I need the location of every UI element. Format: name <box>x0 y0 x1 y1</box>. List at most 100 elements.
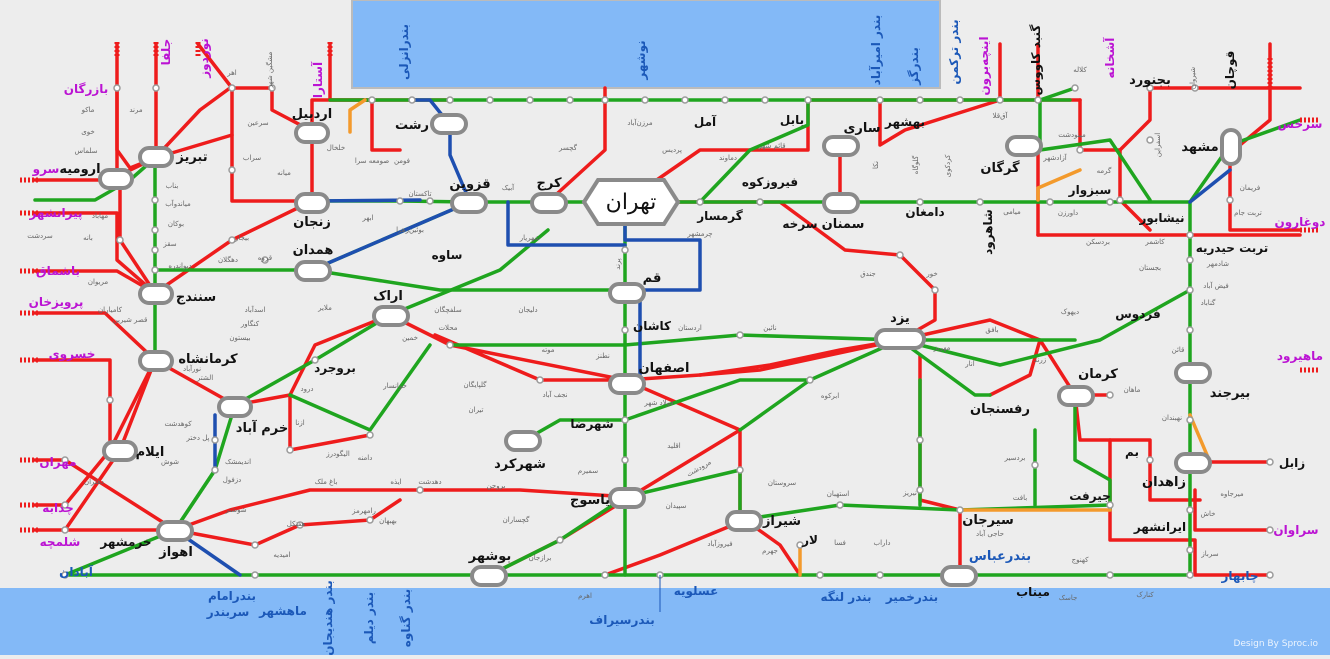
label-estahban: استهبان <box>827 490 850 498</box>
label-konarak: کنارک <box>1136 591 1154 599</box>
hub-ardabil[interactable] <box>294 122 330 144</box>
hub-kermanshah[interactable] <box>138 350 174 372</box>
hub-qom[interactable] <box>608 282 646 304</box>
hub-rasht[interactable] <box>430 113 468 135</box>
label-bandar-emam: بندرامام <box>208 589 256 604</box>
label-ashtar: الشتر <box>196 374 213 382</box>
hub-tabriz[interactable] <box>138 146 174 168</box>
hub-bushehr[interactable] <box>470 565 508 587</box>
label-nowshahr: نوشهر <box>634 40 649 80</box>
label-mehran: مهران <box>39 455 76 469</box>
hub-shiraz[interactable] <box>725 510 763 532</box>
label-marzanabad: مرزن‌آباد <box>627 118 653 127</box>
label-mashhad: مشهد <box>1181 140 1218 155</box>
hub-hamedan[interactable] <box>294 260 332 282</box>
line-sanandaj-tabriz <box>118 156 157 295</box>
label-bandar-abbas: بندرعباس <box>969 549 1031 564</box>
label-bafq: بافق <box>985 326 998 334</box>
hub-ilam[interactable] <box>102 440 138 462</box>
hub-yasuj[interactable] <box>608 487 646 509</box>
label-bandar-anzali: بندرانزلی <box>397 24 411 80</box>
line-green-shiraz <box>738 503 1112 522</box>
label-mahallat: محلات <box>438 324 457 332</box>
label-sarbandar: سربندر <box>206 605 250 619</box>
hub-qazvin[interactable] <box>450 192 488 214</box>
label-dehgolan: دهگلان <box>218 255 238 264</box>
label-mayami: میامی <box>1003 208 1021 216</box>
city-labels: ساوه کاشان بروجرد شهرضا گرمسار فیروزکوه … <box>99 25 1268 599</box>
label-khur: خور <box>925 270 937 278</box>
label-aligudarz: الیگودرز <box>325 449 350 458</box>
label-jask: جاسک <box>1059 594 1078 602</box>
line-chazabeh <box>33 358 157 507</box>
hub-gorgan[interactable] <box>1005 135 1043 157</box>
label-ilam: ایلام <box>136 445 165 460</box>
label-gorgan: گرگان <box>980 160 1020 176</box>
hub-bandar-abbas[interactable] <box>940 565 978 587</box>
label-shahriar: شهریار <box>519 234 541 242</box>
label-qom: قم <box>643 271 662 286</box>
hub-khorramabad[interactable] <box>217 396 253 418</box>
label-zahedan: زاهدان <box>1142 475 1186 490</box>
label-babol: بابل <box>780 113 804 127</box>
hub-yazd[interactable] <box>874 328 926 350</box>
label-shahrekord: شهرکرد <box>494 457 546 472</box>
persian-gulf <box>0 588 1330 655</box>
label-chazabeh: چذابه <box>42 501 73 515</box>
hub-birjand[interactable] <box>1174 362 1212 384</box>
label-sorkheh: سرخه <box>782 217 817 231</box>
hub-shahrekord[interactable] <box>504 430 542 452</box>
label-bardaskan: بردسکن <box>1086 238 1110 246</box>
line-kerman-bam <box>1073 393 1202 502</box>
hub-zanjan[interactable] <box>294 192 330 214</box>
label-hajiabad: حاجی آباد <box>976 529 1004 538</box>
hub-semnan[interactable] <box>822 192 860 214</box>
label-khosravi: خسروی <box>49 347 96 362</box>
label-amol: آمل <box>694 114 717 129</box>
hub-isfahan[interactable] <box>608 373 646 395</box>
label-bandar-hendijan: بندر هندیجان <box>321 580 335 655</box>
hub-sari[interactable] <box>822 135 860 157</box>
label-borujerd: بروجرد <box>314 361 356 376</box>
hub-kerman[interactable] <box>1057 385 1095 407</box>
hub-karaj[interactable] <box>530 192 568 214</box>
label-bisotun: بیستون <box>229 334 250 342</box>
label-mahshahr: ماهشهر <box>258 604 307 618</box>
line-razi <box>115 42 312 170</box>
label-qorveh: قروه <box>258 254 272 262</box>
label-arak: اراک <box>373 289 403 304</box>
label-aqqala: آق‌قلا <box>993 111 1009 120</box>
label-dogharun: دوغارون <box>1275 215 1326 230</box>
hub-mashhad[interactable] <box>1220 128 1242 166</box>
hub-tehran-shape[interactable] <box>581 178 681 226</box>
label-delijan: دلیجان <box>518 306 537 314</box>
hub-zahedan[interactable] <box>1174 452 1212 474</box>
line-sanandaj-zanjan <box>153 199 314 295</box>
label-mehriz: مهریز <box>933 344 951 352</box>
label-qazvin: قزوین <box>449 177 490 192</box>
label-minab: میناب <box>1016 585 1050 599</box>
label-shush: شوش <box>161 458 179 466</box>
border-markers <box>20 42 1318 533</box>
hubs <box>98 113 1242 587</box>
label-ardestan: اردستان <box>678 324 702 332</box>
label-takestan: تاکستان <box>408 190 431 198</box>
hub-orumieh[interactable] <box>98 168 134 190</box>
small-stations <box>61 84 1274 579</box>
label-nain: نائین <box>763 324 777 332</box>
hub-sanandaj[interactable] <box>138 283 174 305</box>
label-minudasht: مینودشت <box>1058 131 1086 139</box>
label-gachsaran: گچساران <box>503 515 530 524</box>
line-tabriz-zanjan <box>153 130 314 203</box>
label-qasr: قصر شیرین <box>113 316 148 324</box>
label-kermanshah: کرمانشاه <box>178 352 238 367</box>
label-dorud: درود <box>301 385 314 393</box>
label-saveh: ساوه <box>432 248 463 263</box>
hub-arak[interactable] <box>372 305 410 327</box>
label-khomein: خمین <box>402 334 418 342</box>
hub-ahvaz[interactable] <box>156 520 194 542</box>
label-bandar-amirabad: بندر امیرآباد <box>868 15 883 86</box>
label-behshahr: بهشهر <box>884 115 925 129</box>
line-khosravi <box>33 358 122 452</box>
